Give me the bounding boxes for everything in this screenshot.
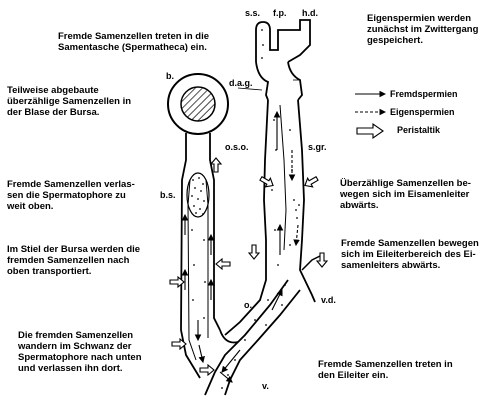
- annotation-bottom-right: Fremde Samenzellen treten in den Eileite…: [318, 359, 453, 381]
- legend-symbols: [355, 90, 387, 140]
- label-fp: f.p.: [273, 8, 287, 18]
- annotation-line: und verlassen ihn dort.: [18, 363, 123, 374]
- main-duct: [204, 19, 323, 396]
- annotation-left-1: Teilweise abgebaute überzählige Samenzel…: [7, 85, 131, 118]
- annotation-top-left: Fremde Samenzellen treten in die Samenta…: [58, 31, 209, 53]
- label-vd: v.d.: [321, 295, 336, 305]
- annotation-line: gespeichert.: [367, 35, 423, 46]
- annotation-line: Die fremden Samenzellen: [18, 330, 134, 341]
- bursa-stalk: [180, 133, 221, 379]
- annotation-left-4: Die fremden Samenzellen wandern im Schwa…: [18, 330, 142, 374]
- label-bs: b.s.: [160, 190, 176, 200]
- annotation-line: Eigenspermien werden: [367, 13, 472, 24]
- annotation-line: den Eileiter ein.: [318, 370, 389, 381]
- annotation-line: Fremde Samenzellen verlas-: [7, 179, 135, 190]
- leader-lines: [237, 79, 300, 91]
- annotation-line: Fremde Samenzellen bewegen: [341, 238, 479, 249]
- annotation-right-1: Überzählige Samenzellen be- wegen sich i…: [340, 178, 471, 211]
- annotation-line: wandern im Schwanz der: [18, 341, 132, 352]
- label-sgr: s.gr.: [308, 142, 327, 152]
- annotation-line: abwärts.: [340, 200, 379, 211]
- label-hd: h.d.: [302, 8, 318, 18]
- sperm-dots-bulb: [191, 177, 206, 319]
- annotation-line: Überzählige Samenzellen be-: [340, 178, 471, 189]
- annotation-line: Im Stiel der Bursa werden die: [7, 244, 141, 255]
- arrows-duct: [219, 110, 300, 383]
- annotation-line: wegen sich im Eisamenleiter: [340, 189, 470, 200]
- degraded-sperm-mass: [180, 86, 216, 122]
- label-b: b.: [166, 71, 174, 81]
- annotation-line: weit oben.: [7, 201, 54, 212]
- label-ss: s.s.: [245, 8, 261, 18]
- label-dag: d.a.g.: [229, 78, 253, 88]
- annotation-top-right: Eigenspermien werden zunächst im Zwitter…: [367, 13, 478, 46]
- annotation-left-2: Fremde Samenzellen verlas- sen die Sperm…: [7, 179, 135, 212]
- bursa-bladder: [167, 73, 229, 135]
- annotation-line: oben transportiert.: [7, 266, 92, 277]
- annotation-line: Spermatophore nach unten: [18, 352, 142, 363]
- label-oso: o.s.o.: [225, 142, 249, 152]
- annotation-line: der Blase der Bursa.: [7, 107, 100, 118]
- annotation-line: Fremde Samenzellen treten in die: [58, 31, 209, 42]
- annotation-line: fremden Samenzellen nach: [7, 255, 130, 266]
- annotation-line: überzählige Samenzellen in: [7, 96, 132, 107]
- annotation-line: Teilweise abgebaute: [7, 85, 99, 96]
- legend-peristaltik: Peristaltik: [397, 125, 441, 135]
- label-o: o.: [244, 300, 252, 310]
- sperm-dots-duct: [221, 29, 300, 389]
- legend-fremdspermien: Fremdspermien: [390, 89, 458, 99]
- annotation-right-2: Fremde Samenzellen bewegen sich im Eilei…: [341, 238, 479, 271]
- arrows-stalk: [181, 213, 215, 364]
- annotation-line: samenleiters abwärts.: [341, 260, 441, 271]
- annotation-line: Fremde Samenzellen treten in: [318, 359, 453, 370]
- annotation-line: sen die Spermatophore zu: [7, 190, 126, 201]
- annotation-left-3: Im Stiel der Bursa werden die fremden Sa…: [7, 244, 140, 277]
- annotation-line: sich im Eileiterbereich des Ei-: [341, 249, 476, 260]
- label-v: v.: [262, 381, 269, 391]
- annotation-line: zunächst im Zwittergang: [367, 24, 479, 35]
- annotation-line: Samentasche (Spermatheca) ein.: [58, 42, 207, 53]
- peristalsis-arrows: [169, 157, 329, 377]
- spermatophore-bulb: [186, 172, 210, 218]
- legend-eigenspermien: Eigenspermien: [390, 107, 455, 117]
